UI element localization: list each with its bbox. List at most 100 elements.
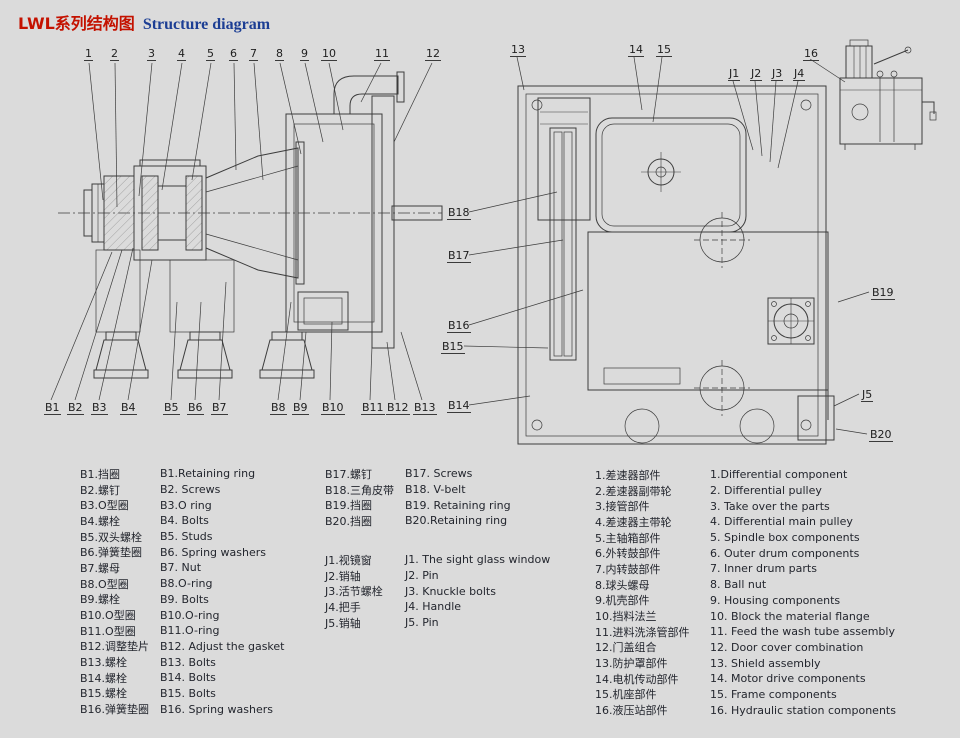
legend-en-label: J1. The sight glass window xyxy=(405,553,551,567)
legend-en-label: 10. Block the material flange xyxy=(710,609,870,623)
legend-en-label: J5. Pin xyxy=(405,616,439,630)
legend-zh-label: 5.主轴箱部件 xyxy=(595,531,661,545)
pipe-flange xyxy=(396,71,405,103)
callout-B18: B18 xyxy=(447,206,471,220)
callout-B19: B19 xyxy=(871,286,895,300)
legend-en-label: B4. Bolts xyxy=(160,514,209,528)
callout-B4: B4 xyxy=(120,401,137,415)
legend-en-label: B10.O-ring xyxy=(160,608,220,622)
legend-en-label: B18. V-belt xyxy=(405,483,466,497)
legend-en-label: B7. Nut xyxy=(160,561,202,575)
legend-zh-label: B18.三角皮带 xyxy=(325,483,395,497)
page-title-zh: LWL系列结构图 xyxy=(18,14,135,33)
legend-zh-label: B11.O型圈 xyxy=(80,624,136,638)
legend-en-label: 9. Housing components xyxy=(710,593,841,607)
callout-16: 16 xyxy=(803,47,819,61)
legend-zh-label: J4.把手 xyxy=(325,600,361,614)
callout-B11: B11 xyxy=(361,401,385,415)
legend-en-label: B3.O ring xyxy=(160,498,212,512)
callout-B9: B9 xyxy=(292,401,309,415)
discharge-pipe xyxy=(333,75,399,115)
legend-row: B4.螺栓 B4. Bolts xyxy=(80,513,284,529)
left-leader-lines xyxy=(50,62,433,401)
legend-row: B8.O型圈 B8.O-ring xyxy=(80,576,284,592)
legend-row: B1.挡圈 B1.Retaining ring xyxy=(80,466,284,482)
legend-en-label: B16. Spring washers xyxy=(160,702,273,716)
legend-en-label: B5. Studs xyxy=(160,530,213,544)
legend-zh-label: B10.O型圈 xyxy=(80,609,136,623)
supports xyxy=(93,249,349,379)
legend-zh-label: 4.差速器主带轮 xyxy=(595,515,672,529)
legend-zh-label: J2.销轴 xyxy=(325,569,361,583)
legend-en-label: B11.O-ring xyxy=(160,624,220,638)
legend-en-label: J4. Handle xyxy=(405,600,462,614)
legend-zh-label: 13.防护罩部件 xyxy=(595,657,668,671)
legend-row: B10.O型圈 B10.O-ring xyxy=(80,607,284,623)
legend-en-label: B15. Bolts xyxy=(160,686,216,700)
frame-outer xyxy=(517,85,827,445)
legend-en-label: 2. Differential pulley xyxy=(710,484,822,498)
legend-row: J5.销轴 J5. Pin xyxy=(325,615,550,631)
callout-6: 6 xyxy=(229,47,238,61)
legend-zh-label: 7.内转鼓部件 xyxy=(595,562,661,576)
callout-2: 2 xyxy=(110,47,119,61)
legend-en-label: B1.Retaining ring xyxy=(160,467,256,481)
legend-zh-label: 6.外转鼓部件 xyxy=(595,547,661,561)
callout-J2: J2 xyxy=(750,67,763,81)
legend-en-label: B12. Adjust the gasket xyxy=(160,639,285,653)
legend-zh-label: B20.挡圈 xyxy=(325,514,373,528)
callout-4: 4 xyxy=(177,47,186,61)
legend-en-label: B8.O-ring xyxy=(160,577,213,591)
callout-15: 15 xyxy=(656,43,672,57)
frame-inner xyxy=(525,93,819,437)
drum xyxy=(205,141,305,285)
legend-zh-label: B7.螺母 xyxy=(80,561,121,575)
legend-zh-label: J1.视镜窗 xyxy=(325,553,372,567)
structure-diagram-canvas xyxy=(50,39,937,445)
callout-10: 10 xyxy=(321,47,337,61)
legend-row: B11.O型圈 B11.O-ring xyxy=(80,623,284,639)
legend-row: 10.挡料法兰 10. Block the material flange xyxy=(595,608,896,624)
legend-en-label: 16. Hydraulic station components xyxy=(710,703,896,717)
callout-B5: B5 xyxy=(163,401,180,415)
legend-zh-label: 1.差速器部件 xyxy=(595,468,661,482)
callout-B20: B20 xyxy=(869,428,893,442)
callout-B1: B1 xyxy=(44,401,61,415)
callout-5: 5 xyxy=(206,47,215,61)
legend-zh-label: B1.挡圈 xyxy=(80,467,121,481)
legend-zh-label: B8.O型圈 xyxy=(80,577,129,591)
legend-zh-label: B5.双头螺栓 xyxy=(80,530,143,544)
legend-en-label: B17. Screws xyxy=(405,467,473,481)
legend-zh-label: 8.球头螺母 xyxy=(595,578,650,592)
legend-zh-label: B4.螺栓 xyxy=(80,514,121,528)
legend-zh-label: B9.螺栓 xyxy=(80,593,121,607)
callout-B14: B14 xyxy=(447,399,471,413)
legend-zh-label: J5.销轴 xyxy=(325,616,361,630)
callout-B15: B15 xyxy=(441,340,465,354)
callout-J4: J4 xyxy=(793,67,806,81)
callout-3: 3 xyxy=(147,47,156,61)
callout-B8: B8 xyxy=(270,401,287,415)
callout-J5: J5 xyxy=(861,388,874,402)
legend-zh-label: 10.挡料法兰 xyxy=(595,610,657,624)
